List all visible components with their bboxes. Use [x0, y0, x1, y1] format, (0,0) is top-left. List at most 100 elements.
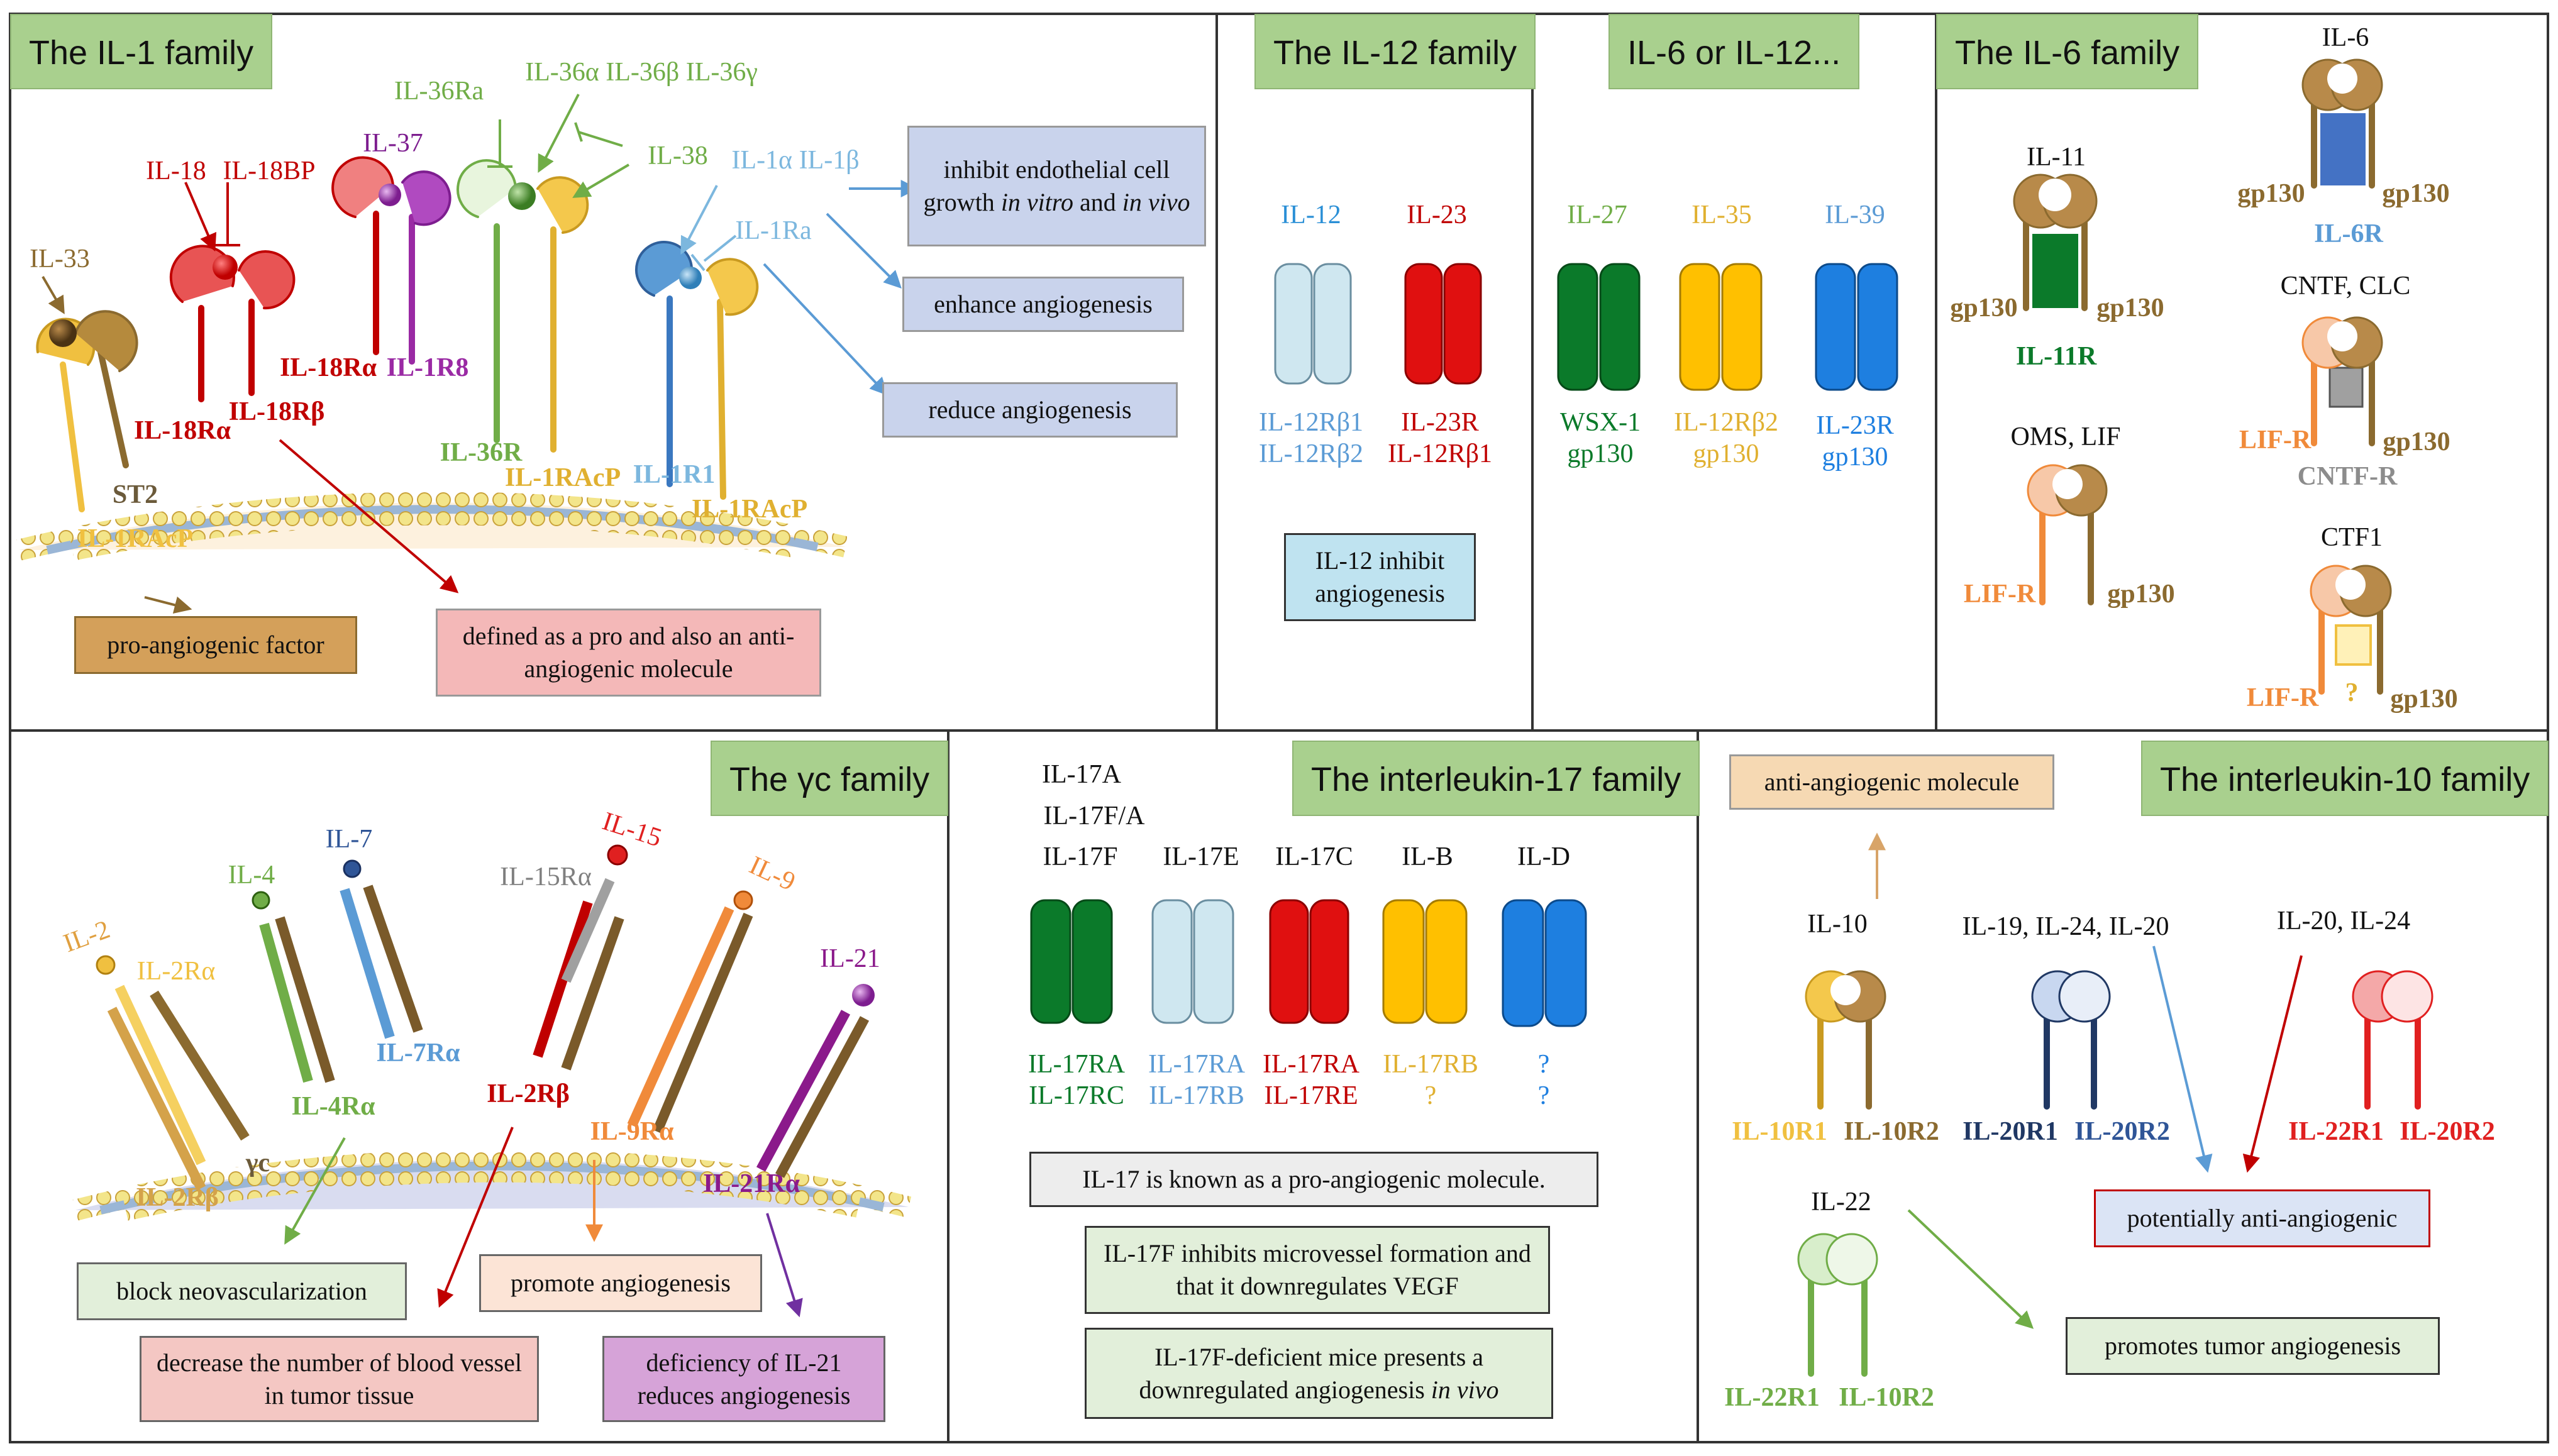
il11-gp130-right: gp130: [2096, 293, 2164, 323]
il36-ligand: [508, 182, 536, 210]
il22-name: IL-22: [1811, 1187, 1871, 1216]
il17-cylinders: [1030, 899, 1587, 1027]
il35-name: IL-35: [1691, 200, 1752, 229]
ilb-dimer: [1382, 899, 1468, 1024]
ilb-label: IL-B: [1402, 842, 1453, 871]
cntf-name: CNTF, CLC: [2280, 271, 2411, 301]
gc-label: γc: [245, 1148, 270, 1177]
il18bp-label: IL-18BP: [223, 156, 316, 185]
il10-name: IL-10: [1807, 909, 1868, 939]
il17f-deficient-box: IL-17F-deficient mice presents a downreg…: [1085, 1328, 1553, 1419]
enhance-box: enhance angiogenesis: [902, 277, 1184, 332]
il36r-label: IL-36R: [440, 438, 523, 467]
yc-title: The γc family: [711, 741, 949, 816]
il12rb1-label-b: IL-12Rβ1: [1387, 439, 1493, 468]
ctf1-unknown-label: ?: [2345, 678, 2359, 707]
il39-gp130-label: gp130: [1822, 442, 1888, 472]
il11-name: IL-11: [2026, 142, 2086, 172]
il15-ligand: [607, 844, 628, 866]
il22r1-label-b: IL-22R1: [1724, 1382, 1820, 1412]
il12-name: IL-12: [1281, 200, 1341, 229]
il12-inhibit-box: IL-12 inhibit angiogenesis: [1284, 533, 1476, 621]
ild-label: IL-D: [1517, 842, 1570, 871]
ild-dimer: [1502, 899, 1587, 1027]
il6or12-title: IL-6 or IL-12...: [1608, 14, 1860, 89]
il17e-r1-label: IL-17RA: [1148, 1049, 1245, 1079]
il9-ligand: [733, 890, 753, 910]
il17e-dimer: [1151, 899, 1234, 1024]
il6-family-receptors: [2013, 58, 2392, 695]
il11r-label: IL-11R: [2015, 341, 2097, 371]
oms-name: OMS, LIF: [2010, 422, 2121, 451]
il10-arrows: [1868, 832, 2303, 1329]
il19-name: IL-19, IL-24, IL-20: [1962, 912, 2169, 941]
il37-label: IL-37: [363, 128, 423, 158]
il21ra-label: IL-21Rα: [702, 1169, 800, 1198]
il1r8-label: IL-1R8: [386, 353, 469, 382]
il10-receptors: [1797, 970, 2433, 1377]
il17a-label: IL-17A: [1042, 759, 1121, 789]
oms-gp130-label: gp130: [2107, 579, 2175, 609]
il6-title: The IL-6 family: [1936, 14, 2199, 89]
il12-title: The IL-12 family: [1254, 14, 1536, 89]
ctf1-gp130-label: gp130: [2390, 684, 2458, 714]
il17f-r1-label: IL-17RA: [1028, 1049, 1125, 1079]
il17f-label: IL-17F: [1043, 842, 1118, 871]
il36agb-label: IL-36α IL-36β IL-36γ: [525, 57, 758, 87]
il17-title: The interleukin-17 family: [1292, 741, 1700, 816]
anti-angiogenic-box: anti-angiogenic molecule: [1729, 754, 2054, 810]
il12rb2-label-b: IL-12Rβ2: [1673, 407, 1779, 437]
il36ra-label: IL-36Ra: [394, 76, 484, 106]
il23-dimer: [1404, 263, 1482, 385]
il37-ligand: [379, 184, 401, 206]
il2ra-label: IL-2Rα: [136, 956, 216, 986]
promotes-tumor-box: promotes tumor angiogenesis: [2066, 1317, 2440, 1375]
il10r2-label: IL-10R2: [1844, 1117, 1939, 1146]
il27-dimer: [1557, 263, 1641, 391]
il22r1-label-a: IL-22R1: [2288, 1117, 2384, 1146]
wsx1-label: WSX-1: [1559, 407, 1641, 437]
il1ra-label: IL-1Ra: [735, 216, 812, 245]
il33-label: IL-33: [30, 244, 90, 273]
il20-name: IL-20, IL-24: [2276, 906, 2411, 935]
il17fa-label: IL-17F/A: [1043, 801, 1145, 830]
yc-arrows: [284, 1127, 803, 1318]
promote-angiogenesis-box: promote angiogenesis: [479, 1254, 762, 1312]
decrease-vessels-box: decrease the number of blood vessel in t…: [140, 1336, 539, 1422]
il1racp-label-right: IL-1RAcP: [691, 494, 808, 524]
il27-name: IL-27: [1567, 200, 1627, 229]
il2-label: IL-2: [60, 915, 114, 959]
il18-ligand: [213, 255, 238, 280]
st2-label: ST2: [112, 480, 158, 509]
block-neovascularization-box: block neovascularization: [77, 1262, 407, 1320]
il2rb-label: IL-2Rβ: [136, 1183, 219, 1212]
il18rb-label: IL-18Rβ: [228, 397, 325, 426]
il1-title: The IL-1 family: [10, 14, 273, 89]
potentially-anti-box: potentially anti-angiogenic: [2094, 1189, 2430, 1247]
ilb-r1-label: IL-17RB: [1383, 1049, 1478, 1079]
il18-label: IL-18: [146, 156, 206, 185]
il17f-dimer: [1030, 899, 1113, 1024]
il17c-r2-label: IL-17RE: [1264, 1081, 1358, 1110]
il17-known-box: IL-17 is known as a pro-angiogenic molec…: [1029, 1152, 1598, 1207]
il6-name: IL-6: [2322, 23, 2369, 52]
il9ra-label: IL-9Rα: [590, 1117, 674, 1146]
il7ra-label: IL-7Rα: [376, 1038, 460, 1067]
il15-label: IL-15: [599, 807, 665, 853]
dual-role-box: defined as a pro and also an anti-angiog…: [436, 609, 821, 697]
yc-cell-membrane: [72, 1149, 912, 1221]
il18ra-label-b: IL-18Rα: [133, 416, 231, 445]
il1-ligand: [679, 267, 702, 289]
il12-cylinders: [1274, 263, 1482, 385]
cntfr-label: CNTF-R: [2297, 461, 2398, 491]
il18ra-label-a: IL-18Rα: [279, 353, 377, 382]
il23-name: IL-23: [1407, 200, 1467, 229]
il17c-r1-label: IL-17RA: [1263, 1049, 1359, 1079]
il4ra-label: IL-4Rα: [291, 1091, 375, 1121]
pro-angiogenic-box: pro-angiogenic factor: [74, 616, 357, 674]
il6-gp130-right: gp130: [2382, 179, 2450, 208]
il1r1-label: IL-1R1: [633, 460, 716, 489]
il10r1-label: IL-10R1: [1732, 1117, 1827, 1146]
il21-label: IL-21: [820, 944, 880, 973]
il20r1-label: IL-20R1: [1963, 1117, 2058, 1146]
